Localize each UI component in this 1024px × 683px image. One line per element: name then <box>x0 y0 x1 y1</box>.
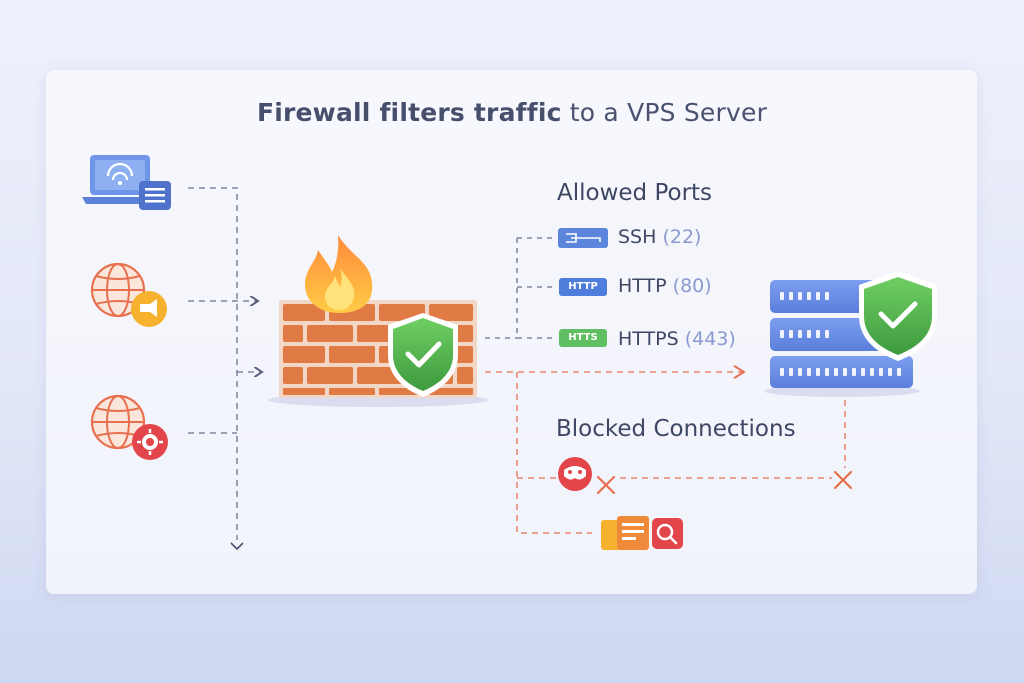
port-ssh-badge <box>558 228 608 248</box>
title-bold: Firewall filters traffic <box>256 98 562 127</box>
connector-main-trunk <box>188 187 238 540</box>
port-https-badge: HTTS <box>559 329 607 347</box>
port-http-label: HTTP (80) <box>618 275 712 297</box>
laptop-wifi-icon <box>82 155 171 210</box>
diagram-title: Firewall filters traffic to a VPS Server <box>0 98 1024 127</box>
globe-megaphone-icon <box>90 262 167 327</box>
port-ssh-label: SSH (22) <box>618 226 701 248</box>
x-mark-icon <box>596 470 853 495</box>
allowed-ports-heading: Allowed Ports <box>557 180 713 206</box>
port-http-badge: HTTP <box>559 278 607 296</box>
port-http-name: HTTP <box>618 275 667 297</box>
shield-check-icon <box>388 313 458 397</box>
trunk-arrow-down <box>230 542 244 551</box>
server-shield-icon <box>859 271 937 361</box>
port-https-number: (443) <box>684 328 736 350</box>
port-http-number: (80) <box>672 275 712 297</box>
port-ssh-number: (22) <box>662 226 702 248</box>
title-rest: to a VPS Server <box>561 98 768 127</box>
blocked-files-icon <box>601 516 683 550</box>
port-https-name: HTTPS <box>618 328 679 350</box>
port-ssh-name: SSH <box>618 226 657 248</box>
flow-blocked-trunk <box>516 372 592 534</box>
traffic-flow-lines <box>485 372 846 534</box>
port-https-label: HTTPS (443) <box>618 328 736 350</box>
globe-virus-icon <box>90 394 168 460</box>
source-connectors <box>188 187 262 540</box>
allowed-connectors <box>485 237 553 339</box>
blocked-connections-heading: Blocked Connections <box>556 416 796 442</box>
hacker-mask-icon <box>558 457 592 491</box>
flame-icon <box>304 235 373 313</box>
